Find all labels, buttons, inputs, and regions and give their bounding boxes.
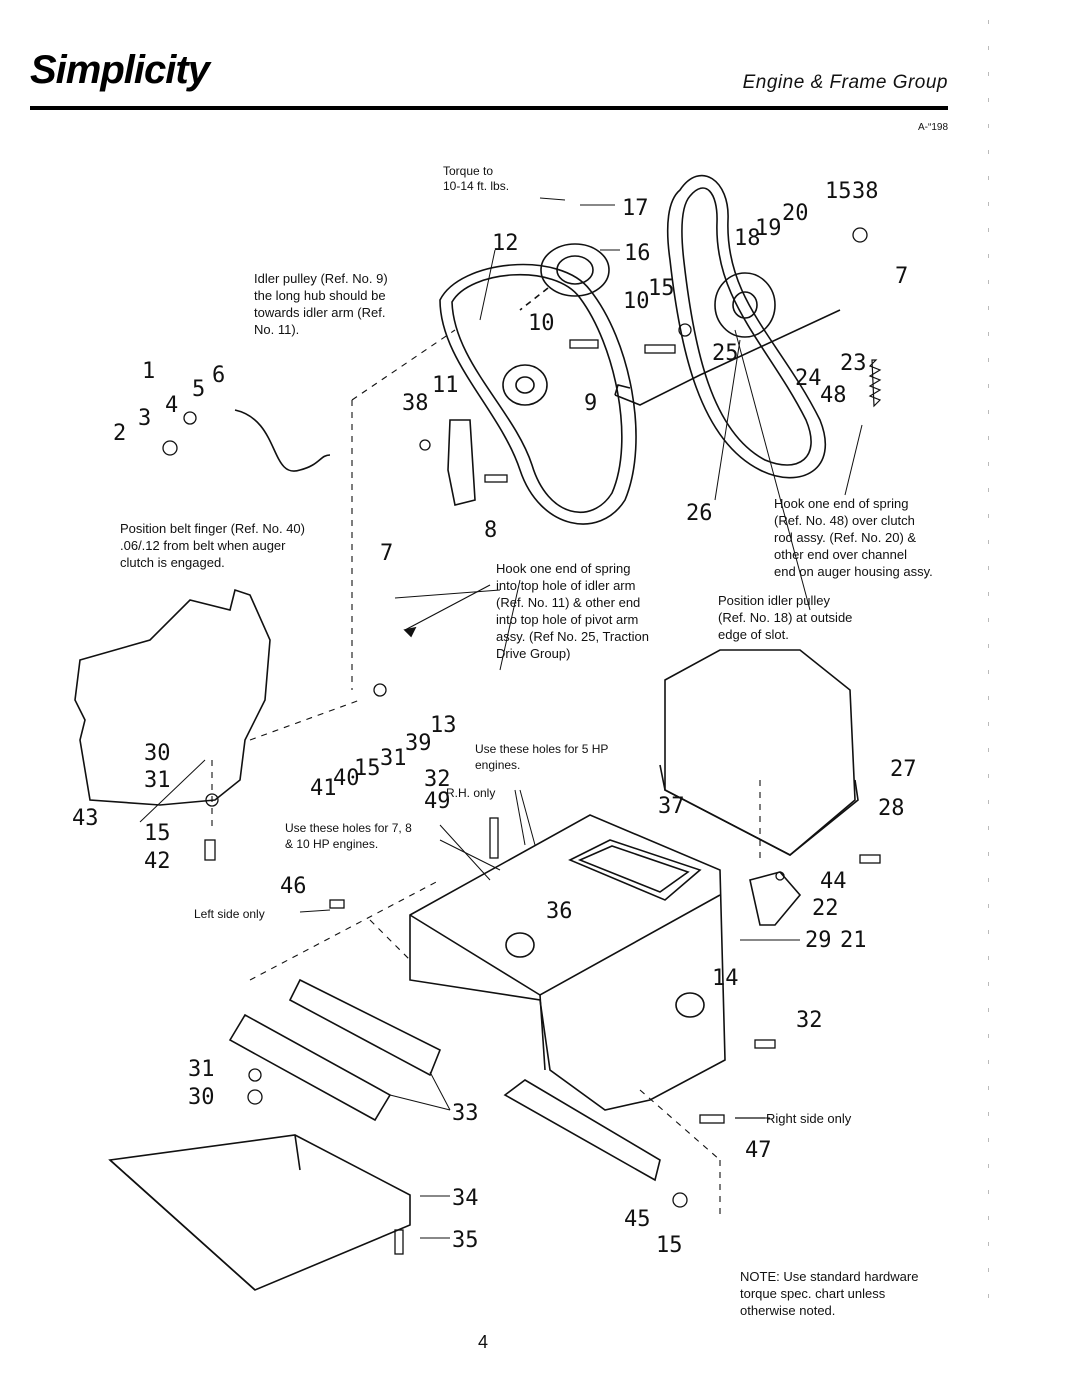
callout-9: 9 [584, 391, 597, 416]
note-right-side-only: Right side only [766, 1111, 852, 1126]
callout-30: 30 [144, 741, 171, 766]
clutch-rod [614, 309, 841, 406]
idler-arm [447, 419, 476, 506]
auger-belt [439, 263, 637, 525]
callout-27: 27 [890, 757, 917, 782]
callout-38: 38 [402, 391, 429, 416]
note-left-side-only: Left side only [194, 907, 265, 921]
callout-36: 36 [546, 899, 573, 924]
note-rh-only: R.H. only [446, 786, 496, 800]
callout-5: 5 [192, 377, 205, 402]
brand-logo: Simplicity [30, 48, 210, 92]
callout-15: 15 [825, 179, 852, 204]
runner-upper [288, 978, 442, 1077]
note-belt-finger: Position belt finger (Ref. No. 40) .06/.… [120, 521, 305, 570]
callout-14: 14 [712, 966, 739, 991]
bracket [749, 871, 802, 926]
engine-outline [74, 588, 271, 806]
callout-3: 3 [138, 406, 151, 431]
callout-39: 39 [405, 731, 432, 756]
callout-32: 32 [424, 767, 451, 792]
note-idler-pulley: Idler pulley (Ref. No. 9) the long hub s… [254, 271, 388, 337]
callout-16: 16 [624, 241, 651, 266]
callout-43: 43 [72, 806, 99, 831]
callout-45: 45 [624, 1207, 651, 1232]
document-code: A-“198 [917, 122, 948, 133]
note-holes-7-8-10: Use these holes for 7, 8 & 10 HP engines… [285, 821, 412, 851]
idler-pulley [502, 364, 548, 406]
callout-23: 23 [840, 351, 867, 376]
callout-47: 47 [745, 1138, 772, 1163]
callout-41: 41 [310, 776, 337, 801]
callout-31: 31 [188, 1057, 215, 1082]
note-position-idler: Position idler pulley (Ref. No. 18) at o… [718, 593, 853, 642]
page-edge [988, 20, 989, 1320]
callout-15: 15 [648, 276, 675, 301]
callout-28: 28 [878, 796, 905, 821]
callout-30: 30 [188, 1085, 215, 1110]
callout-6: 6 [212, 363, 225, 388]
note-hook-spring-clutch: Hook one end of spring (Ref. No. 48) ove… [774, 496, 933, 579]
callout-10: 10 [623, 289, 650, 314]
callout-40: 40 [333, 766, 360, 791]
group-title: Engine & Frame Group [742, 72, 948, 93]
callout-38: 38 [852, 179, 879, 204]
callout-7: 7 [895, 264, 908, 289]
callout-11: 11 [432, 373, 459, 398]
callout-24: 24 [795, 366, 822, 391]
callout-20: 20 [782, 201, 809, 226]
note-standard-hardware: NOTE: Use standard hardware torque spec.… [740, 1269, 919, 1318]
idler-pulley-18 [714, 272, 776, 338]
callout-10: 10 [528, 311, 555, 336]
callout-34: 34 [452, 1186, 479, 1211]
callout-17: 17 [622, 196, 649, 221]
callout-15: 15 [144, 821, 171, 846]
callout-31: 31 [380, 746, 407, 771]
note-torque: Torque to 10-14 ft. lbs. [443, 164, 510, 193]
callout-4: 4 [165, 393, 178, 418]
callout-49: 49 [424, 789, 451, 814]
chute-opening [568, 839, 702, 901]
callout-21: 21 [840, 928, 867, 953]
callout-8: 8 [484, 518, 497, 543]
callout-33: 33 [452, 1101, 479, 1126]
scraper-blade [108, 1134, 411, 1291]
callout-15: 15 [656, 1233, 683, 1258]
auger-frame [409, 814, 726, 1111]
belt-cover [664, 649, 856, 856]
callout-7: 7 [380, 541, 393, 566]
callout-37: 37 [658, 794, 685, 819]
callout-15: 15 [354, 756, 381, 781]
traction-belt [666, 174, 827, 479]
page-number: 4 [478, 1332, 489, 1352]
spring [868, 359, 882, 408]
callout-2: 2 [113, 421, 126, 446]
callout-26: 26 [686, 501, 713, 526]
support-bracket [503, 1079, 661, 1182]
note-hook-spring-idler: Hook one end of spring into top hole of … [496, 561, 649, 661]
callout-19: 19 [755, 216, 782, 241]
note-holes-5hp: Use these holes for 5 HP engines. [475, 742, 609, 772]
callout-1: 1 [142, 359, 155, 384]
callout-22: 22 [812, 896, 839, 921]
drive-pulley [540, 243, 610, 297]
callout-46: 46 [280, 874, 307, 899]
callout-42: 42 [144, 849, 171, 874]
callout-12: 12 [492, 231, 519, 256]
callout-48: 48 [820, 383, 847, 408]
callout-32: 32 [796, 1008, 823, 1033]
callout-35: 35 [452, 1228, 479, 1253]
callout-13: 13 [430, 713, 457, 738]
callout-44: 44 [820, 869, 847, 894]
callout-31: 31 [144, 768, 171, 793]
callout-numbers: 17 12 16 15 38 20 19 18 7 10 15 10 25 23… [72, 179, 917, 1258]
callout-29: 29 [805, 928, 832, 953]
callout-25: 25 [712, 341, 739, 366]
header-rule [30, 106, 948, 110]
callout-18: 18 [734, 226, 761, 251]
